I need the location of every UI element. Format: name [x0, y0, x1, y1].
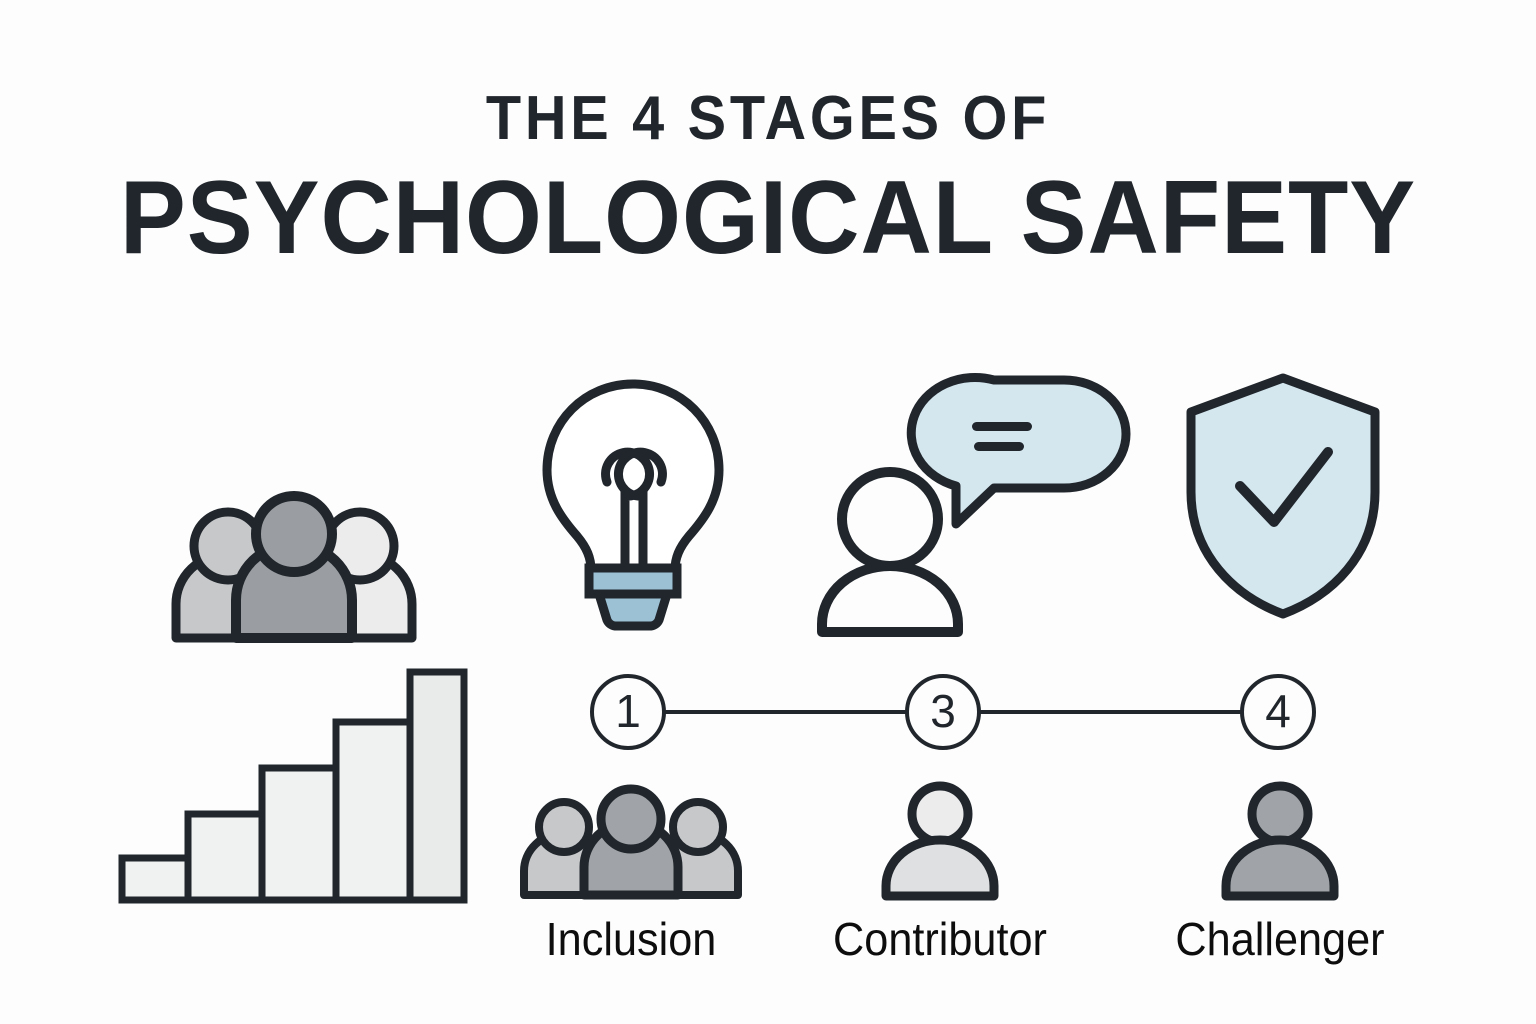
- person-with-speech-bubble-icon: [798, 372, 1131, 642]
- timeline-node-3-number: 3: [930, 685, 956, 737]
- bar-4: [332, 718, 414, 904]
- stage-label-inclusion: Inclusion: [545, 913, 717, 965]
- bubble-line-1: [972, 422, 1032, 431]
- inclusion-group-icon: [518, 783, 744, 901]
- stage-label-challenger: Challenger: [1175, 913, 1385, 965]
- group-of-people-icon: [168, 491, 420, 644]
- timeline-connector-3-to-4: [976, 710, 1244, 714]
- eyebrow-title: THE 4 STAGES OF: [485, 84, 1051, 153]
- check-mark: [1235, 447, 1333, 527]
- timeline-node-1[interactable]: 1: [590, 674, 666, 750]
- timeline-node-1-number: 1: [615, 685, 641, 737]
- bar-1: [118, 854, 192, 904]
- challenger-person-icon: [1216, 780, 1344, 902]
- timeline-node-4[interactable]: 4: [1240, 674, 1316, 750]
- header-block: THE 4 STAGES OF PSYCHOLOGICAL SAFETY: [0, 84, 1536, 276]
- contributor-person-icon: [876, 780, 1004, 902]
- bar-chart-ascending-icon: [118, 660, 468, 905]
- stage-label-contributor: Contributor: [833, 913, 1047, 965]
- bar-2: [184, 810, 266, 904]
- bar-chart-svg: [118, 668, 468, 904]
- shield-check-icon: [1176, 372, 1390, 620]
- page-title: PSYCHOLOGICAL SAFETY: [119, 160, 1417, 276]
- bar-5: [406, 668, 468, 904]
- bar-3: [258, 764, 340, 904]
- timeline-node-4-number: 4: [1265, 685, 1291, 737]
- bubble-line-2: [974, 442, 1024, 451]
- lightbulb-icon: [533, 378, 733, 632]
- timeline-node-3[interactable]: 3: [905, 674, 981, 750]
- timeline-connector-1-to-3: [660, 710, 918, 714]
